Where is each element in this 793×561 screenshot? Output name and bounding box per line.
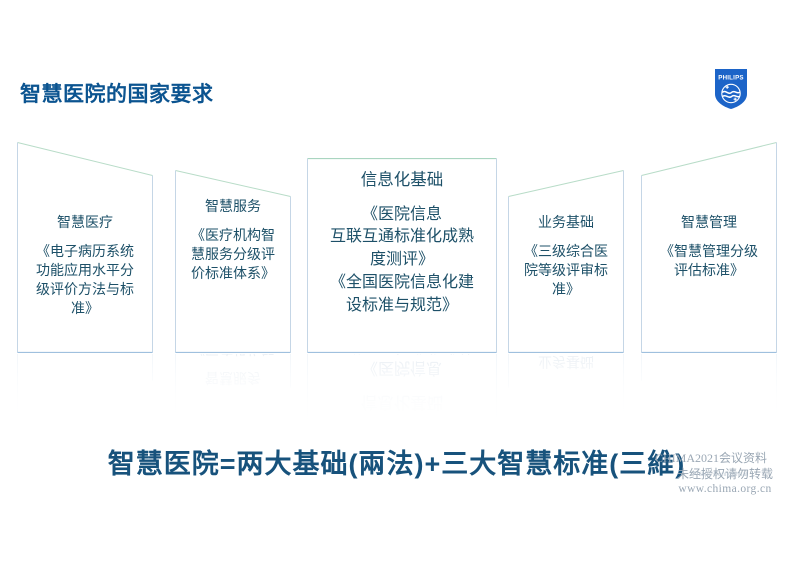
card-title-line: 《电子病历系统 <box>36 242 134 259</box>
card-title-line: 互联互通标准化成熟 <box>329 228 474 246</box>
philips-logo: PHILIPS <box>714 68 748 110</box>
card-reflection: 智慧服务 《医疗机构智 慧服务分级评 价标准体系》 <box>175 354 291 416</box>
card-body: 《三级综合医 院等级评审标 准》 <box>514 242 618 300</box>
card-content: 智慧医疗 《电子病历系统 功能应用水平分 级评价方法与标 准》 <box>17 214 153 319</box>
card-title-line: 设标准与规范》 <box>345 296 458 314</box>
card-title-line: 《智慧管理分级 <box>660 242 758 259</box>
card-title-line: 慧服务分级评 <box>191 245 275 262</box>
card-body: 《智慧管理分级 评估标准》 <box>647 242 771 281</box>
page-title: 智慧医院的国家要求 <box>20 83 214 106</box>
watermark-line-1: CHIMA2021会议资料 <box>655 451 768 465</box>
card-title-line: 级评价方法与标 <box>36 281 134 298</box>
card-heading: 智慧医疗 <box>57 214 113 230</box>
card-shape <box>17 140 153 353</box>
card-informatization-base[interactable]: 信息化基础 《医院信息 互联互通标准化成熟 度测评》 《全国医院信息化建 设标准… <box>307 158 497 353</box>
watermark: CHIMA2021会议资料 未经授权请勿转载 www.chima.org.cn <box>655 450 793 498</box>
card-heading: 智慧服务 <box>205 198 261 214</box>
card-smart-management[interactable]: 智慧管理 《智慧管理分级 评估标准》 <box>641 140 777 353</box>
card-title-line: 《医疗机构智 <box>191 226 275 243</box>
card-reflection: 智慧医疗 《电子病历系统 功能应用水平分 级评价方法与标 准》 <box>17 354 153 416</box>
summary-formula: 智慧医院=两大基础(兩法)+三大智慧标准(三維) <box>107 449 686 479</box>
confidential-notice: Philips Confidential <box>692 472 748 478</box>
card-title-line: 准》 <box>71 300 99 317</box>
card-content: 业务基础 《三级综合医 院等级评审标 准》 <box>508 214 624 299</box>
card-body: 《电子病历系统 功能应用水平分 级评价方法与标 准》 <box>23 242 147 319</box>
card-reflection: 信息化基础 《医院信息 互联互通标准化成熟 度测评》 《全国医院信息化建 设标准… <box>307 354 497 424</box>
card-shape <box>175 168 291 353</box>
card-title-line: 度测评》 <box>369 251 434 269</box>
card-shape <box>307 158 497 353</box>
watermark-line-2: 未经授权请勿转载 <box>676 467 773 482</box>
card-content: 智慧管理 《智慧管理分级 评估标准》 <box>641 214 777 280</box>
card-title-line: 功能应用水平分 <box>36 261 134 278</box>
card-title-line: 《医院信息 <box>361 205 442 223</box>
watermark-line-3: www.chima.org.cn <box>678 483 772 496</box>
card-heading: 业务基础 <box>538 214 594 230</box>
card-reflection: 业务基础 《三级综合医 院等级评审标 准》 <box>508 354 624 416</box>
card-body: 《医疗机构智 慧服务分级评 价标准体系》 <box>181 226 285 284</box>
card-content: 智慧服务 《医疗机构智 慧服务分级评 价标准体系》 <box>175 198 291 283</box>
card-shape <box>508 168 624 353</box>
card-smart-service[interactable]: 智慧服务 《医疗机构智 慧服务分级评 价标准体系》 <box>175 168 291 353</box>
card-smart-medical[interactable]: 智慧医疗 《电子病历系统 功能应用水平分 级评价方法与标 准》 <box>17 140 153 353</box>
card-title-line: 《三级综合医 <box>524 242 608 259</box>
card-title-line: 评估标准》 <box>674 261 744 278</box>
card-title-line: 院等级评审标 <box>524 261 608 278</box>
card-shape <box>641 140 777 353</box>
card-reflection: 智慧管理 《智慧管理分级 评估标准》 <box>641 354 777 416</box>
card-body: 《医院信息 互联互通标准化成熟 度测评》 《全国医院信息化建 设标准与规范》 <box>313 204 491 318</box>
card-heading: 信息化基础 <box>360 171 444 189</box>
card-title-line: 《全国医院信息化建 <box>329 273 474 291</box>
card-row: 智慧医疗 《电子病历系统 功能应用水平分 级评价方法与标 准》 <box>17 140 777 424</box>
card-heading: 智慧管理 <box>681 214 737 230</box>
card-title-line: 准》 <box>552 281 580 298</box>
card-content: 信息化基础 《医院信息 互联互通标准化成熟 度测评》 《全国医院信息化建 设标准… <box>307 170 497 317</box>
card-business-base[interactable]: 业务基础 《三级综合医 院等级评审标 准》 <box>508 168 624 353</box>
svg-text:PHILIPS: PHILIPS <box>718 75 743 82</box>
card-title-line: 价标准体系》 <box>191 265 275 282</box>
